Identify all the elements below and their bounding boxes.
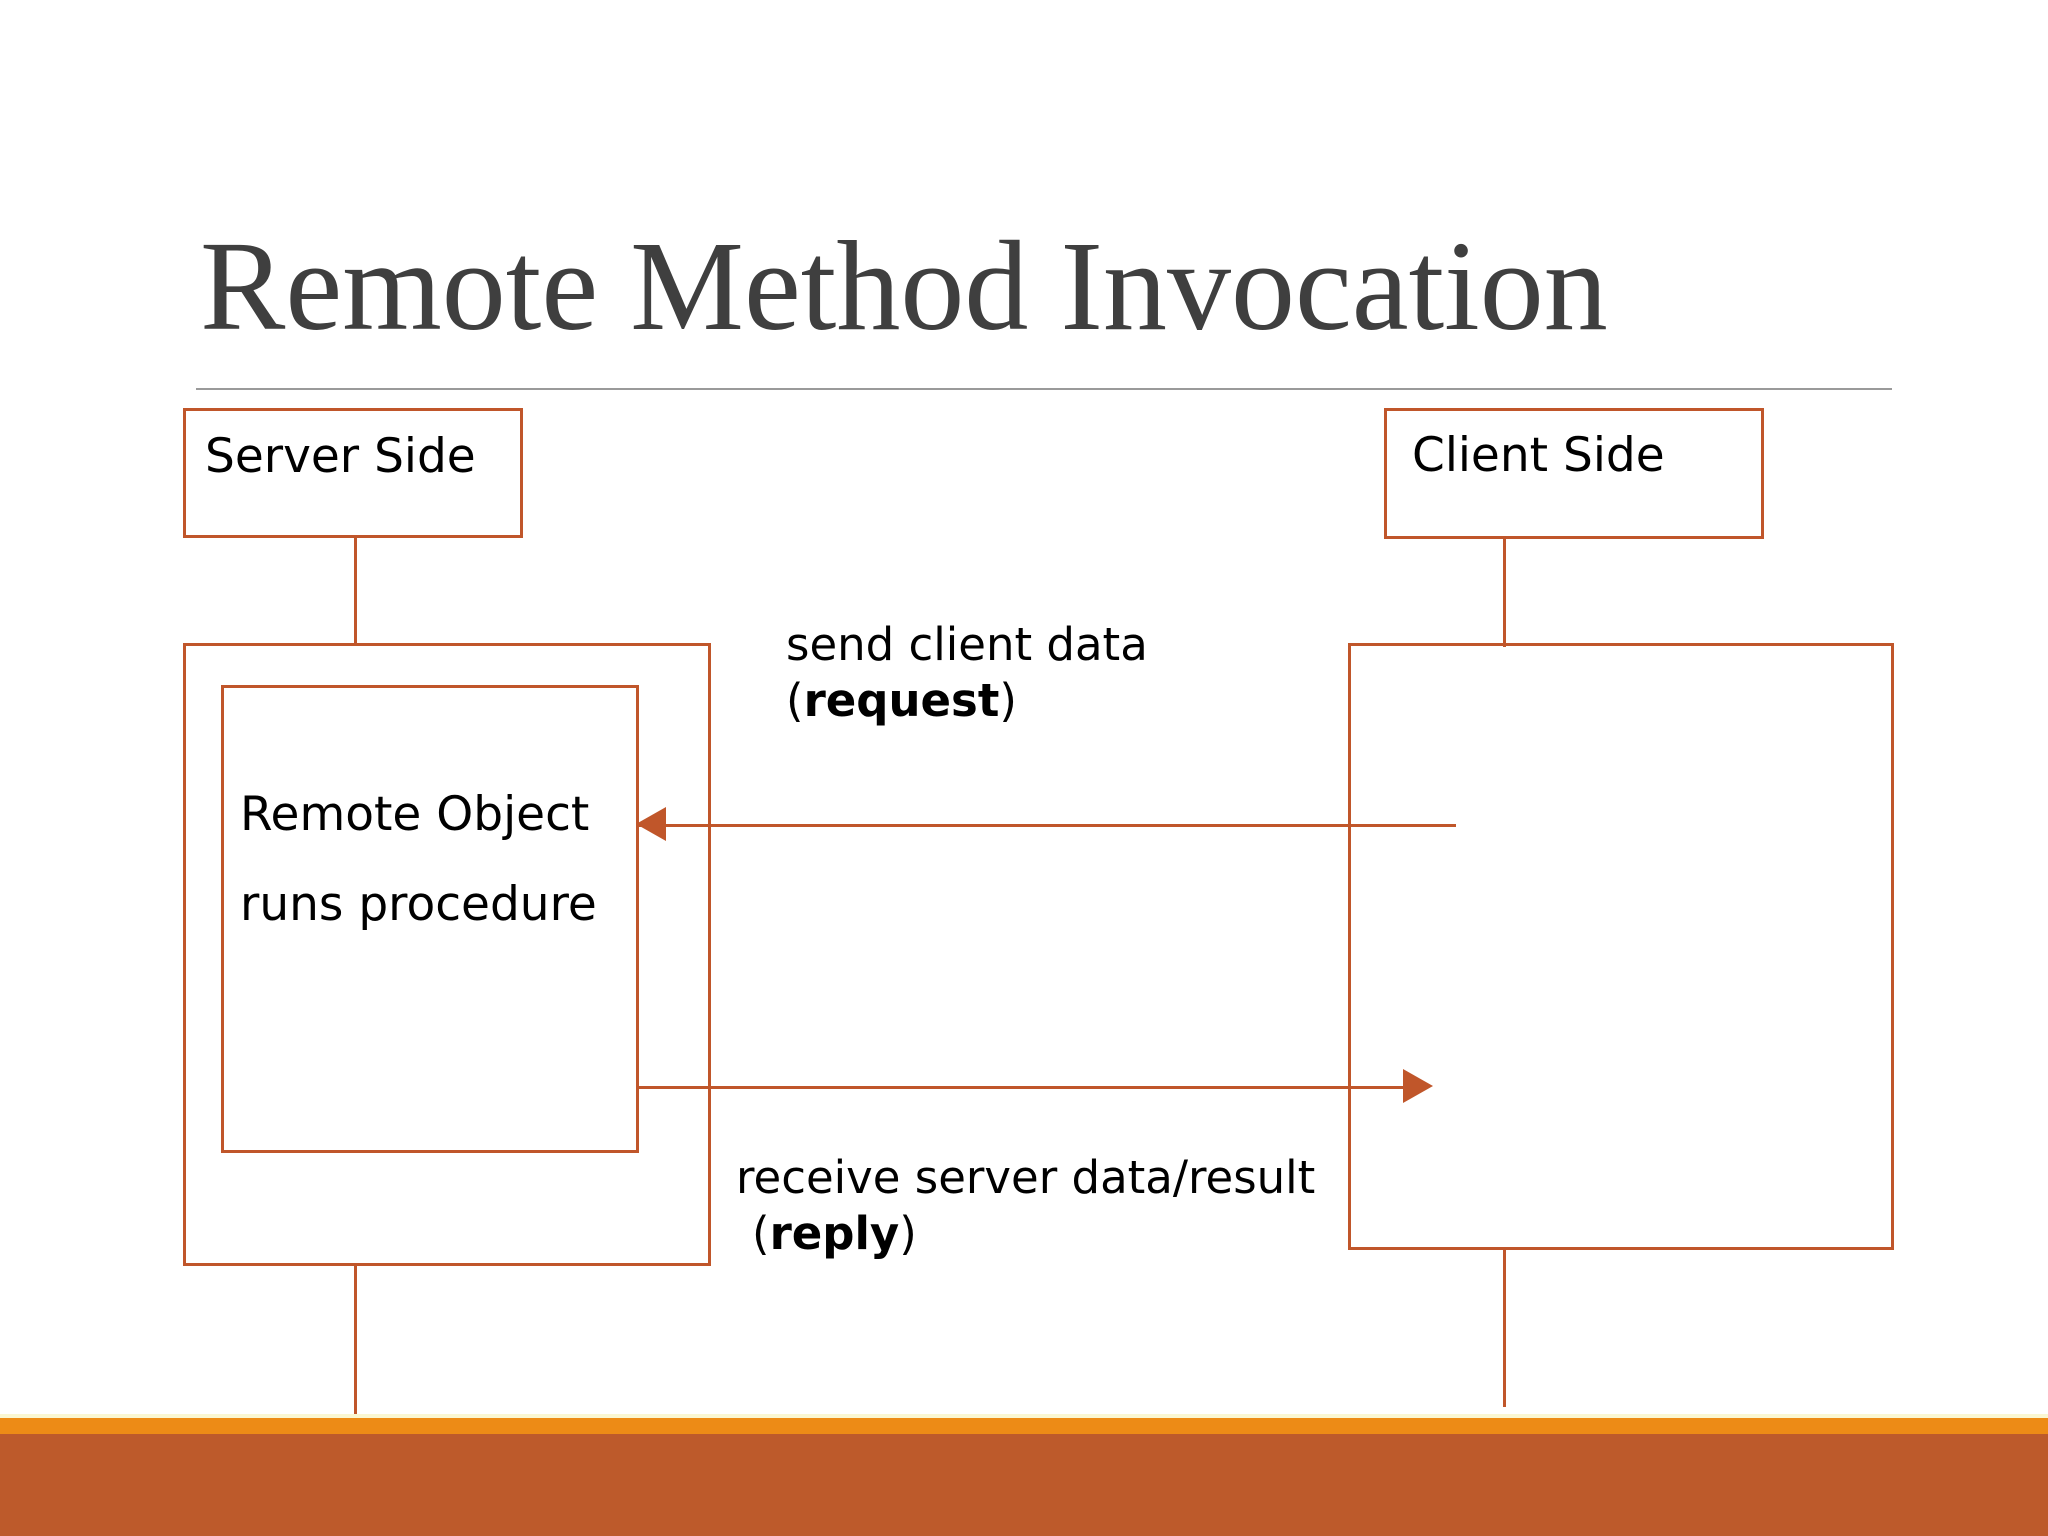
footer-band-dark [0,1434,2048,1536]
client-side-header-box [1384,408,1764,539]
reply-annotation: receive server data/result (reply) [736,1150,1315,1262]
client-connector-line-bottom [1503,1250,1506,1407]
request-arrow-head-icon [636,807,666,841]
server-side-label: Server Side [205,429,476,484]
footer-band-orange [0,1418,2048,1434]
server-connector-line-bottom [354,1266,357,1448]
footer-band-highlight [0,1414,2048,1418]
server-side-header-box [183,408,523,538]
request-annotation-line1: send client data [786,618,1148,671]
reply-keyword: reply [769,1207,900,1260]
reply-arrow-line [636,1086,1403,1089]
reply-paren-close: ) [899,1207,917,1260]
request-keyword: request [803,674,1000,727]
request-paren-open: ( [786,674,804,727]
reply-arrow-head-icon [1403,1069,1433,1103]
page-title: Remote Method Invocation [200,215,1608,357]
title-divider [196,388,1892,390]
request-arrow-line [636,824,1456,827]
client-side-label: Client Side [1412,428,1665,483]
remote-object-label-line2: runs procedure [240,877,597,932]
remote-object-label-line1: Remote Object [240,787,590,842]
reply-paren-open: ( [752,1207,770,1260]
client-connector-line-top [1503,539,1506,647]
reply-annotation-line1: receive server data/result [736,1151,1316,1204]
request-annotation: send client data (request) [786,617,1148,729]
client-process-box [1348,643,1894,1250]
remote-object-box [221,685,639,1153]
reply-annotation-line2: (reply) [736,1206,1315,1262]
request-paren-close: ) [999,674,1017,727]
server-connector-line-top [354,538,357,644]
server-process-box [183,643,711,1266]
request-annotation-line2: (request) [786,673,1148,729]
